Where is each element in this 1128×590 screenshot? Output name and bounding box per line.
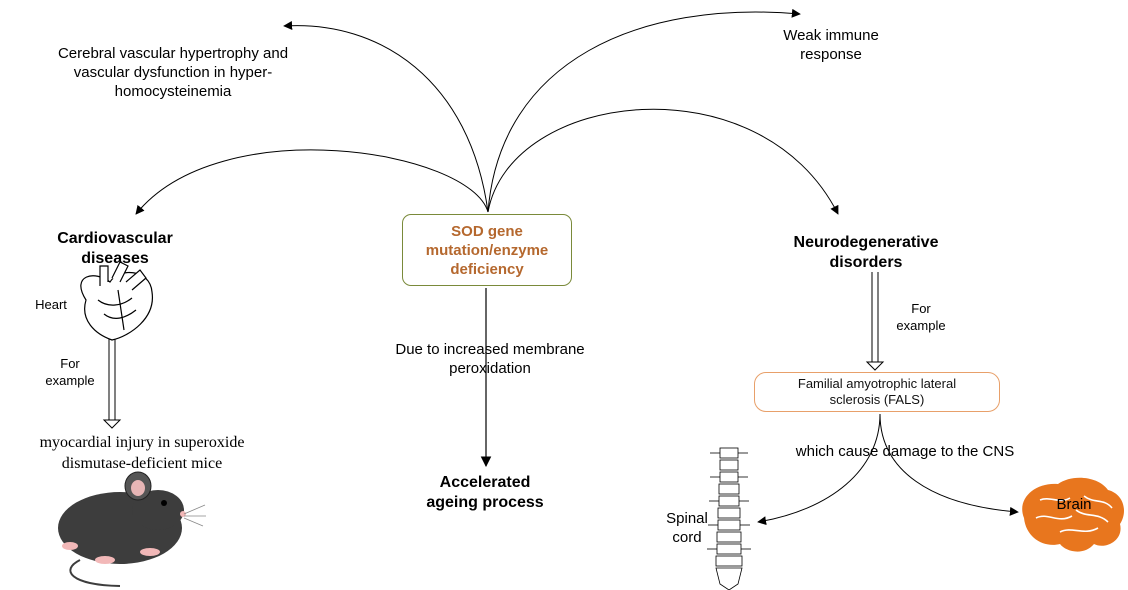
ageing-reason-line-2: peroxidation	[449, 360, 531, 377]
arrow-to-brain	[879, 413, 1019, 516]
cns-damage-text: which cause damage to the CNS	[795, 443, 1015, 460]
brain-illustration	[1022, 477, 1124, 552]
fals-line-1: Familial amyotrophic lateral	[797, 376, 957, 391]
immune-effect-label: Weak immune response	[756, 26, 906, 64]
cardio-for: For	[60, 356, 80, 371]
cerebral-line-3: homocysteinemia	[114, 83, 232, 100]
heart-illustration	[80, 261, 153, 341]
arrow-to-immune	[487, 8, 801, 213]
neuro-hollow-arrow	[865, 272, 885, 371]
cerebral-line-1: Cerebral vascular hypertrophy and	[57, 45, 289, 62]
ageing-line-1: Accelerated	[439, 474, 531, 491]
ageing-line-2: ageing process	[426, 494, 544, 511]
neuro-line-1: Neurodegenerative	[793, 234, 939, 251]
spinal-label-line-1: Spinal	[666, 510, 708, 527]
arrow-to-cerebral	[283, 21, 489, 213]
arrow-to-spinal-cord	[757, 413, 881, 526]
mouse-illustration	[58, 471, 206, 587]
fals-box: Familial amyotrophic lateral sclerosis (…	[754, 372, 1000, 412]
cardio-heading: Cardiovascular diseases	[20, 229, 210, 269]
fals-line-2: sclerosis (FALS)	[829, 392, 925, 407]
neuro-line-2: disorders	[829, 254, 903, 271]
brain-label: Brain	[1056, 496, 1092, 513]
spinal-cord-illustration	[707, 447, 751, 590]
cardio-hollow-arrow	[102, 336, 122, 429]
sod-deficiency-label: SOD gene mutation/enzyme deficiency	[426, 222, 549, 279]
cardio-outcome: myocardial injury in superoxide dismutas…	[6, 432, 278, 474]
spinal-label-line-2: cord	[672, 529, 702, 546]
cardio-outcome-line-1: myocardial injury in superoxide	[39, 434, 245, 451]
sod-line-1: SOD gene	[451, 222, 523, 240]
cardio-outcome-line-2: dismutase-deficient mice	[61, 455, 223, 472]
sod-line-3: deficiency	[450, 260, 524, 278]
heart-label: Heart	[35, 297, 67, 312]
immune-line-2: response	[800, 46, 862, 63]
ageing-reason: Due to increased membrane peroxidation	[350, 340, 630, 378]
neuro-for-example: For example	[886, 300, 956, 334]
neuro-for: For	[911, 301, 931, 316]
spinal-cord-label: Spinal cord	[652, 509, 722, 547]
sod-deficiency-box: SOD gene mutation/enzyme deficiency	[402, 214, 572, 286]
neuro-heading: Neurodegenerative disorders	[756, 233, 976, 273]
cardio-example: example	[45, 373, 95, 388]
arrow-to-cardio	[135, 149, 489, 215]
arrow-to-neuro	[487, 108, 839, 215]
cardio-line-1: Cardiovascular	[57, 230, 173, 247]
cerebral-effect-label: Cerebral vascular hypertrophy and vascul…	[8, 44, 338, 101]
ageing-reason-line-1: Due to increased membrane	[395, 341, 585, 358]
sod-line-2: mutation/enzyme	[425, 241, 549, 259]
cerebral-line-2: vascular dysfunction in hyper-	[73, 64, 273, 81]
ageing-heading: Accelerated ageing process	[390, 473, 580, 513]
neuro-example: example	[896, 318, 946, 333]
cardio-for-example: For example	[40, 355, 100, 389]
immune-line-1: Weak immune	[783, 27, 879, 44]
fals-label: Familial amyotrophic lateral sclerosis (…	[798, 376, 956, 408]
cardio-line-2: diseases	[81, 250, 149, 267]
